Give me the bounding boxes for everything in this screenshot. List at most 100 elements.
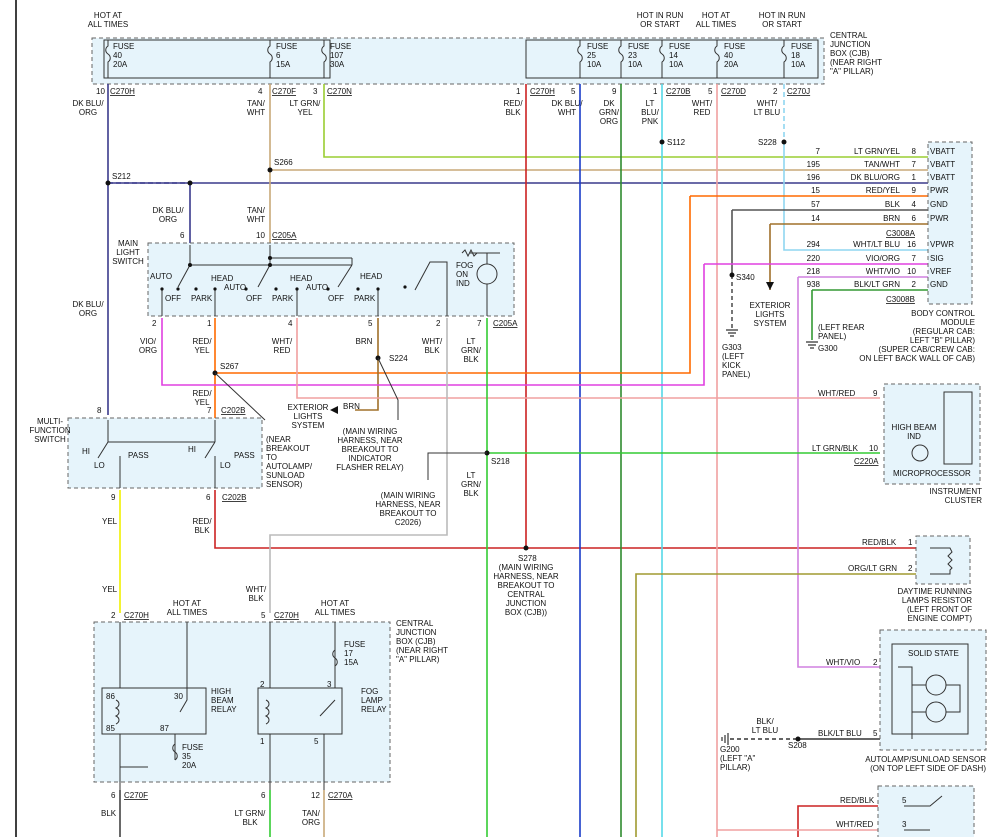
fog-pin-3: 3 [327,680,332,689]
splice-label-s278: S278 [518,554,537,563]
msl-dot-10 [376,287,380,291]
splice-labels: S112 S228 S266 S212 S340 S267 S224 S218 … [112,138,807,750]
bcm-pin-name-5: PWR [930,214,949,223]
splice-s340 [729,272,735,278]
wire-vio-org-loop [161,264,705,386]
splice-label-s212: S212 [112,172,131,181]
top-conn-3: C270H [530,87,555,96]
bottom-out-pin-1: 6 [261,791,266,800]
msl-top-left-wire: DK BLU/ORG [152,206,184,224]
msl-dot-13 [268,256,272,260]
bottom-out-wire-0: BLK [101,809,117,818]
bcm-wire-9: BLK/LT GRN [854,280,900,289]
top-pin-1: 4 [258,87,263,96]
main-light-switch-box [147,242,515,317]
g300-symbol [806,341,818,349]
top-pin-3: 1 [516,87,521,96]
ic-pin-10: 10 [869,444,878,453]
high-beam-ind-lamp [911,444,929,462]
msl-park-1: PARK [191,294,213,303]
top-pin-7: 5 [708,87,713,96]
g200-symbol [721,733,729,745]
mfs-hi-2: HI [188,445,196,454]
wire-red-yel-loop [215,196,691,374]
hb-pin-85: 85 [106,724,115,733]
top-cjb-inner-right [525,39,819,79]
bottom-right-box [877,785,975,837]
mfs-pin-out-1: 9 [111,493,116,502]
bcm-pin-8: 10 [907,267,916,276]
g200-wire: BLK/LT BLU [752,717,779,735]
bcm-circuit-3: 15 [811,186,820,195]
hb-pin-86: 86 [106,692,115,701]
msl-conn-bottom: C205A [493,319,518,328]
mfs-red-blk: RED/BLK [192,517,212,535]
bcm-pin-name-3: PWR [930,186,949,195]
harness-leader-2 [427,452,487,480]
top-fuse-symbols [105,40,787,78]
fog-pin-1: 1 [260,737,265,746]
msl-off-3: OFF [328,294,344,303]
bcm-circuit-5: 14 [811,214,820,223]
bcm-box [927,141,973,305]
brn-arrow-label: BRN [343,402,360,411]
msl-dot-7 [295,287,299,291]
bcm-circuit-0: 7 [816,147,821,156]
bcm-pin-5: 6 [912,214,917,223]
autolamp-box [879,629,987,751]
mfs-blades [97,441,216,459]
micro-label: MICROPROCESSOR [893,469,971,478]
fog-wiring [269,622,336,790]
drl-red-blk: RED/BLK [862,538,897,547]
g303-lines [726,329,738,337]
msl-off-2: OFF [246,294,262,303]
bcm-pin-7: 7 [912,254,917,263]
msl-dot-9 [356,287,360,291]
bcm-circuit-7: 220 [807,254,821,263]
wire-tan-wht-top: TAN/WHT [247,99,266,117]
wire-red-blk-top: RED/BLK [503,99,523,117]
micro-box [943,391,973,465]
drl-pin-2: 2 [908,564,913,573]
autolamp-blk-lt-blu: BLK/LT BLU [818,729,862,738]
fog-relay-box [257,687,343,735]
bcm-pin-name-9: GND [930,280,948,289]
msl-dot-6 [274,287,278,291]
top-cjb-inner-left [103,39,331,79]
top-pin-8: 2 [773,87,778,96]
autolamp-wht-vio: WHT/VIO [826,658,860,667]
wire-lt-grn-yel [323,84,928,158]
bcm-conn-b: C3008B [886,295,915,304]
bottom-cjb-yel: YEL [102,585,118,594]
wire-dk-blu-org-top: DK BLU/ORG [72,99,104,117]
msl-dot-8 [326,287,330,291]
bcm-pin-name-1: VBATT [930,160,955,169]
g300-label: G300 [818,344,838,353]
ic-conn: C220A [854,457,879,466]
msl-left-wire: DK BLU/ORG [72,300,104,318]
fog-pin-2: 2 [260,680,265,689]
splice-s228 [781,139,787,145]
